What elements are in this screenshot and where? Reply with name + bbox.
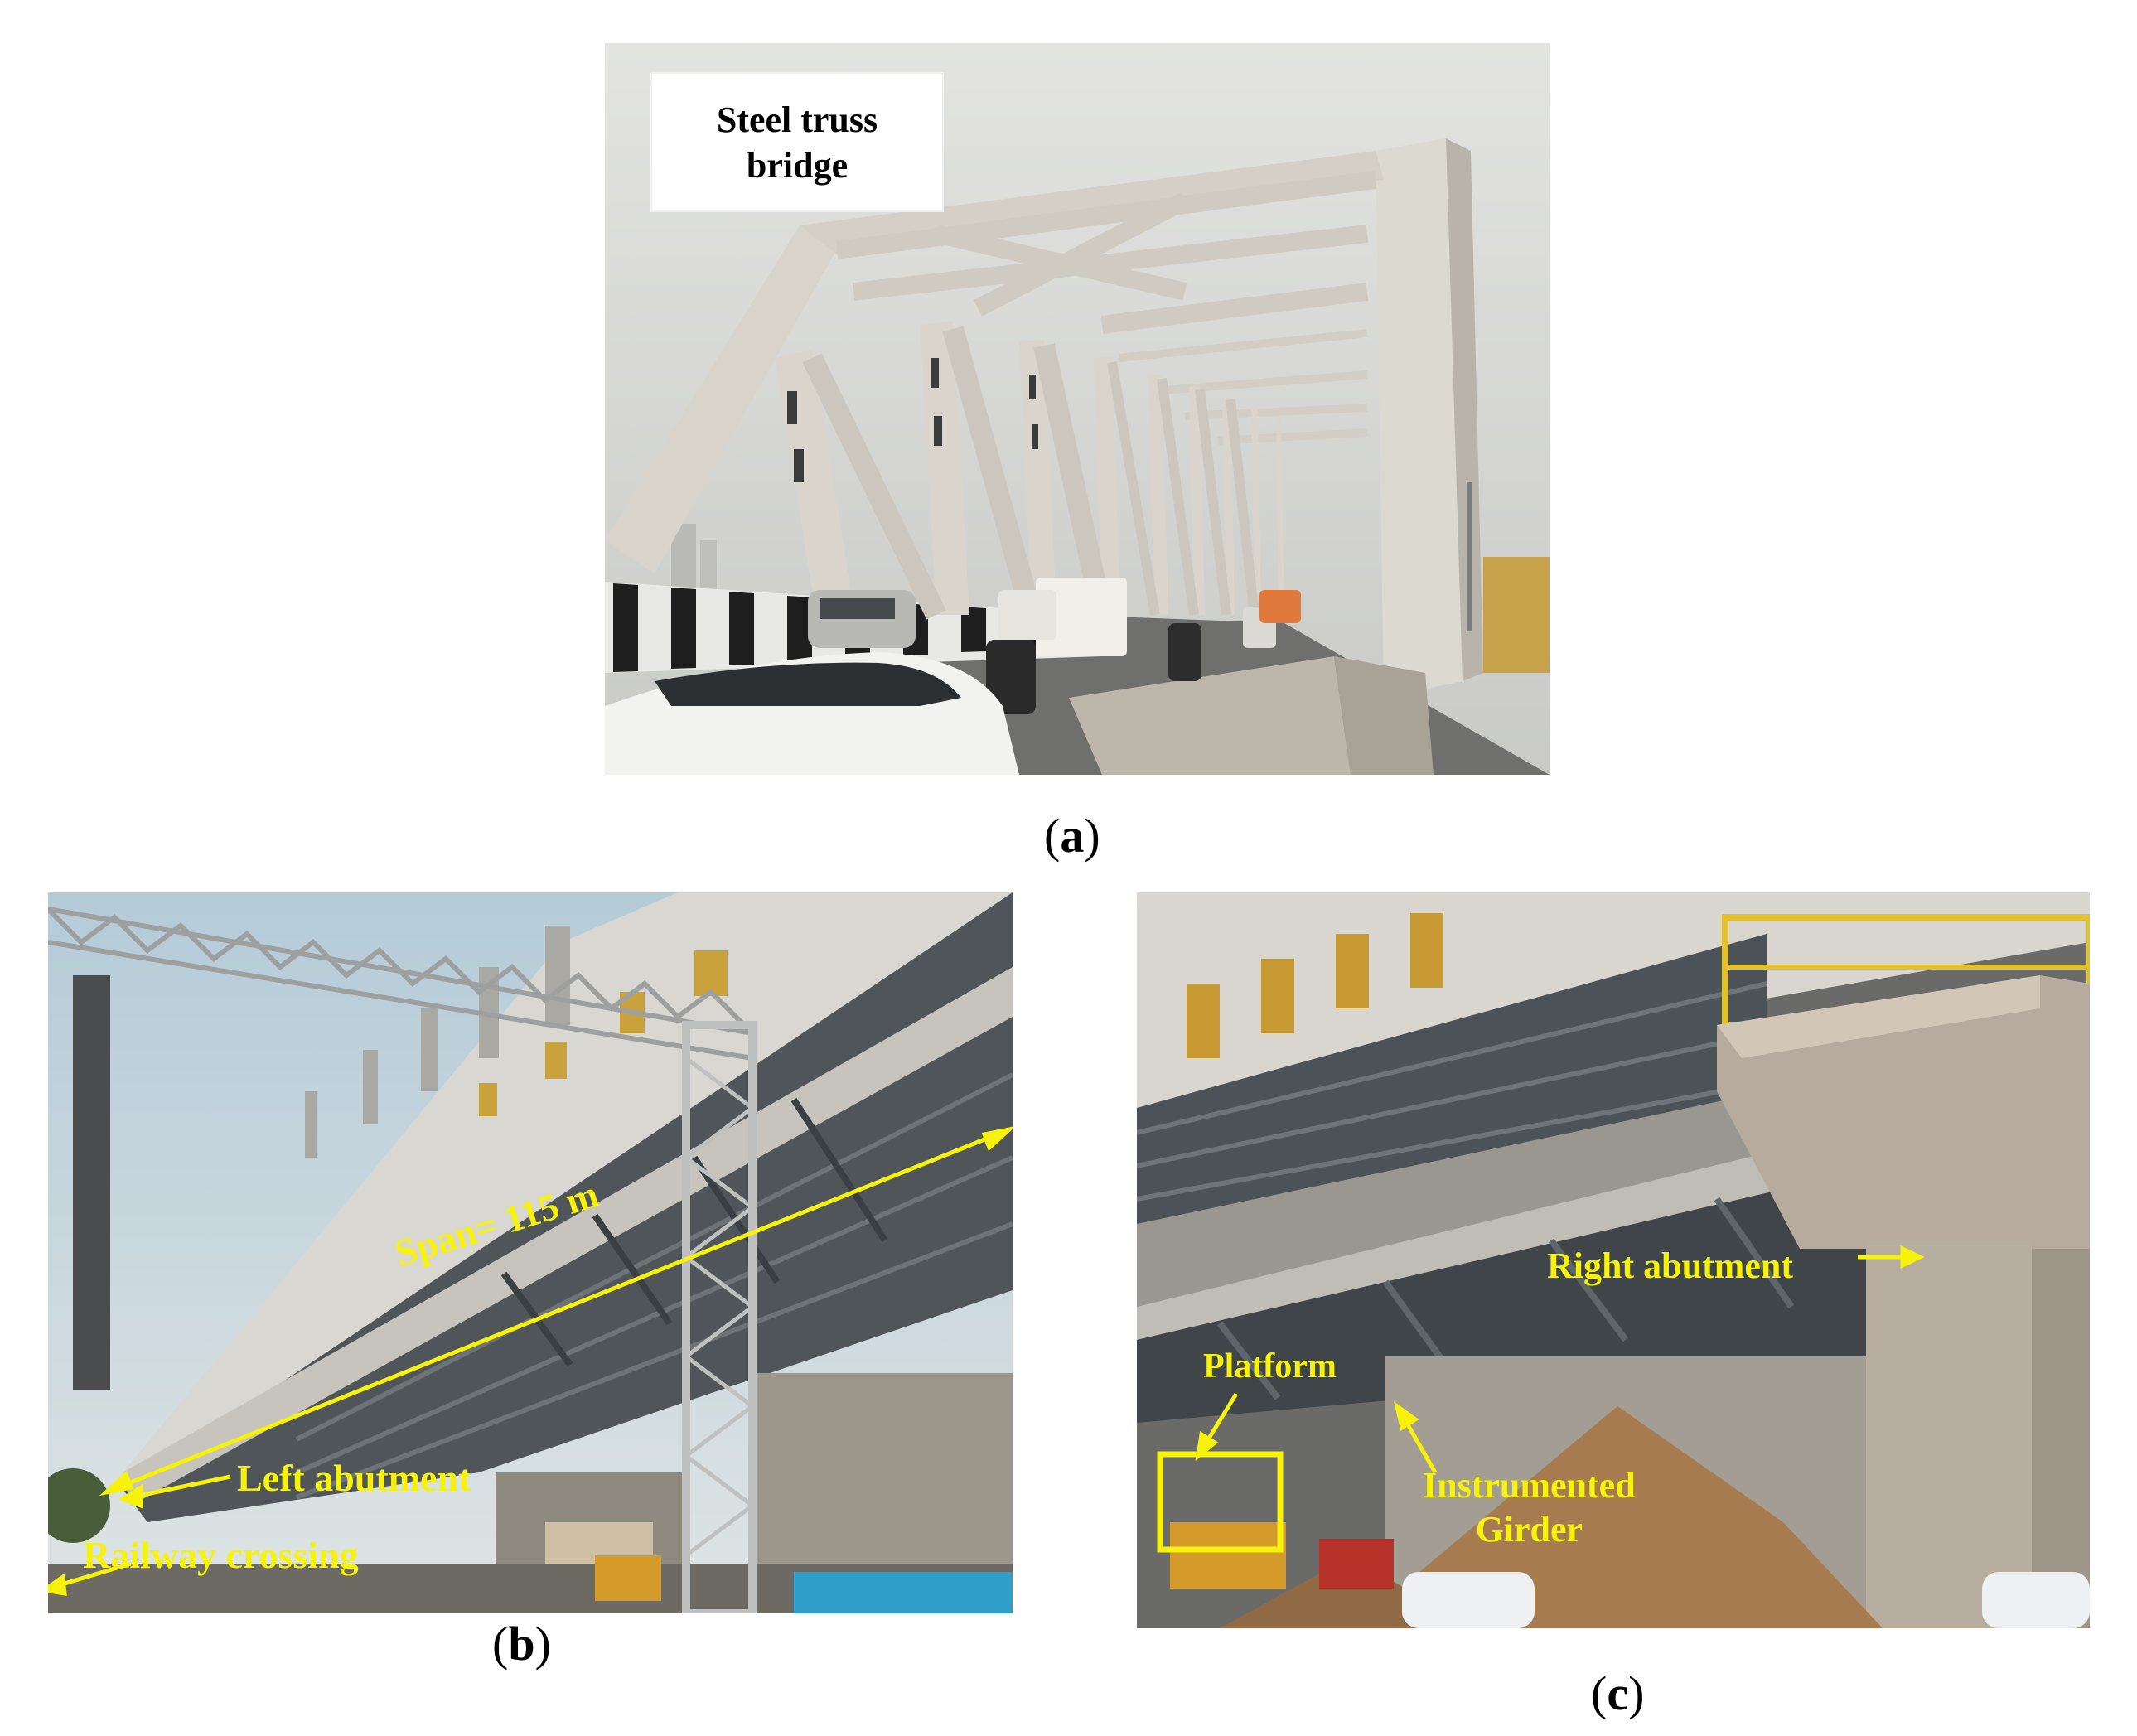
- photo-steel-truss-bridge: Steel truss bridge: [605, 43, 1550, 775]
- caption-b: (b): [492, 1617, 551, 1671]
- caption-a: (a): [1044, 809, 1100, 863]
- photo-b-illustration: [48, 892, 1013, 1613]
- caption-a-letter: a: [1060, 809, 1085, 863]
- label-left-abutment: Left abutment: [237, 1457, 471, 1499]
- label-platform: Platform: [1203, 1347, 1337, 1385]
- photo-a-illustration: [605, 43, 1550, 775]
- label-instrumented-line-1: Instrumented: [1423, 1465, 1636, 1506]
- photo-bridge-abutment: Right abutment Platform Instrumented Gir…: [1137, 892, 2090, 1628]
- label-instrumented-girder: Instrumented Girder: [1423, 1464, 1636, 1552]
- photo-bridge-span: Span= 115 m Left abutment Railway crossi…: [48, 892, 1013, 1613]
- label-instrumented-line-2: Girder: [1475, 1508, 1583, 1550]
- title-box: Steel truss bridge: [650, 72, 944, 212]
- caption-b-letter: b: [508, 1617, 535, 1671]
- title-line-2: bridge: [746, 144, 849, 186]
- title-line-1: Steel truss: [716, 99, 878, 140]
- label-right-abutment: Right abutment: [1547, 1245, 1794, 1286]
- caption-c: (c): [1591, 1666, 1645, 1720]
- caption-c-letter: c: [1607, 1666, 1629, 1720]
- photo-c-illustration: [1137, 892, 2090, 1628]
- label-railway-crossing: Railway crossing: [83, 1534, 359, 1576]
